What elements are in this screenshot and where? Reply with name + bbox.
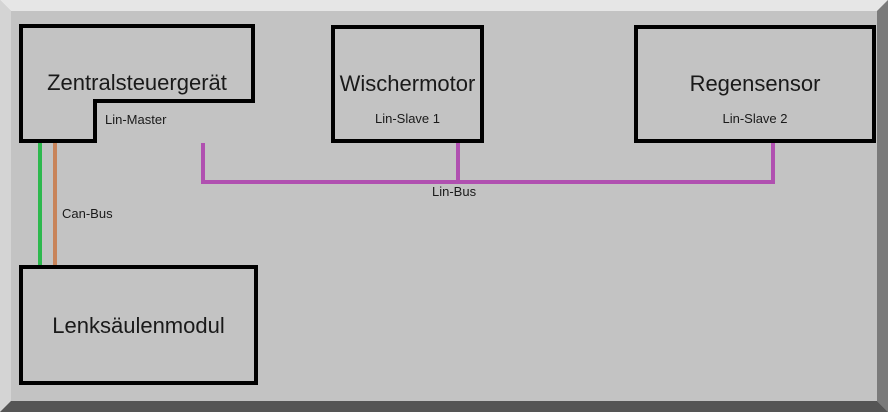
wiper-label: Wischermotor: [339, 71, 476, 96]
rain-sensor: Regensensor Lin-Slave 2: [634, 25, 876, 143]
lin-master-label: Lin-Master: [105, 112, 167, 127]
can-bus-label: Can-Bus: [62, 206, 113, 221]
central-control-unit: Zentralsteuergerät Lin-Master: [19, 24, 255, 143]
lin-master-box: Lin-Master: [93, 99, 255, 143]
central-label: Zentralsteuergerät: [47, 70, 227, 95]
lin-bus-label: Lin-Bus: [432, 184, 477, 199]
steering-label: Lenksäulenmodul: [52, 313, 225, 338]
wiper-motor: Wischermotor Lin-Slave 1: [331, 25, 484, 143]
can-bus-low-line: [53, 141, 57, 268]
lin-slave-2-label: Lin-Slave 2: [722, 111, 788, 126]
can-bus-high-line: [38, 141, 42, 268]
rain-label: Regensensor: [689, 71, 821, 96]
lin-slave-1-label: Lin-Slave 1: [374, 111, 441, 126]
steering-column-module: Lenksäulenmodul: [19, 265, 258, 385]
